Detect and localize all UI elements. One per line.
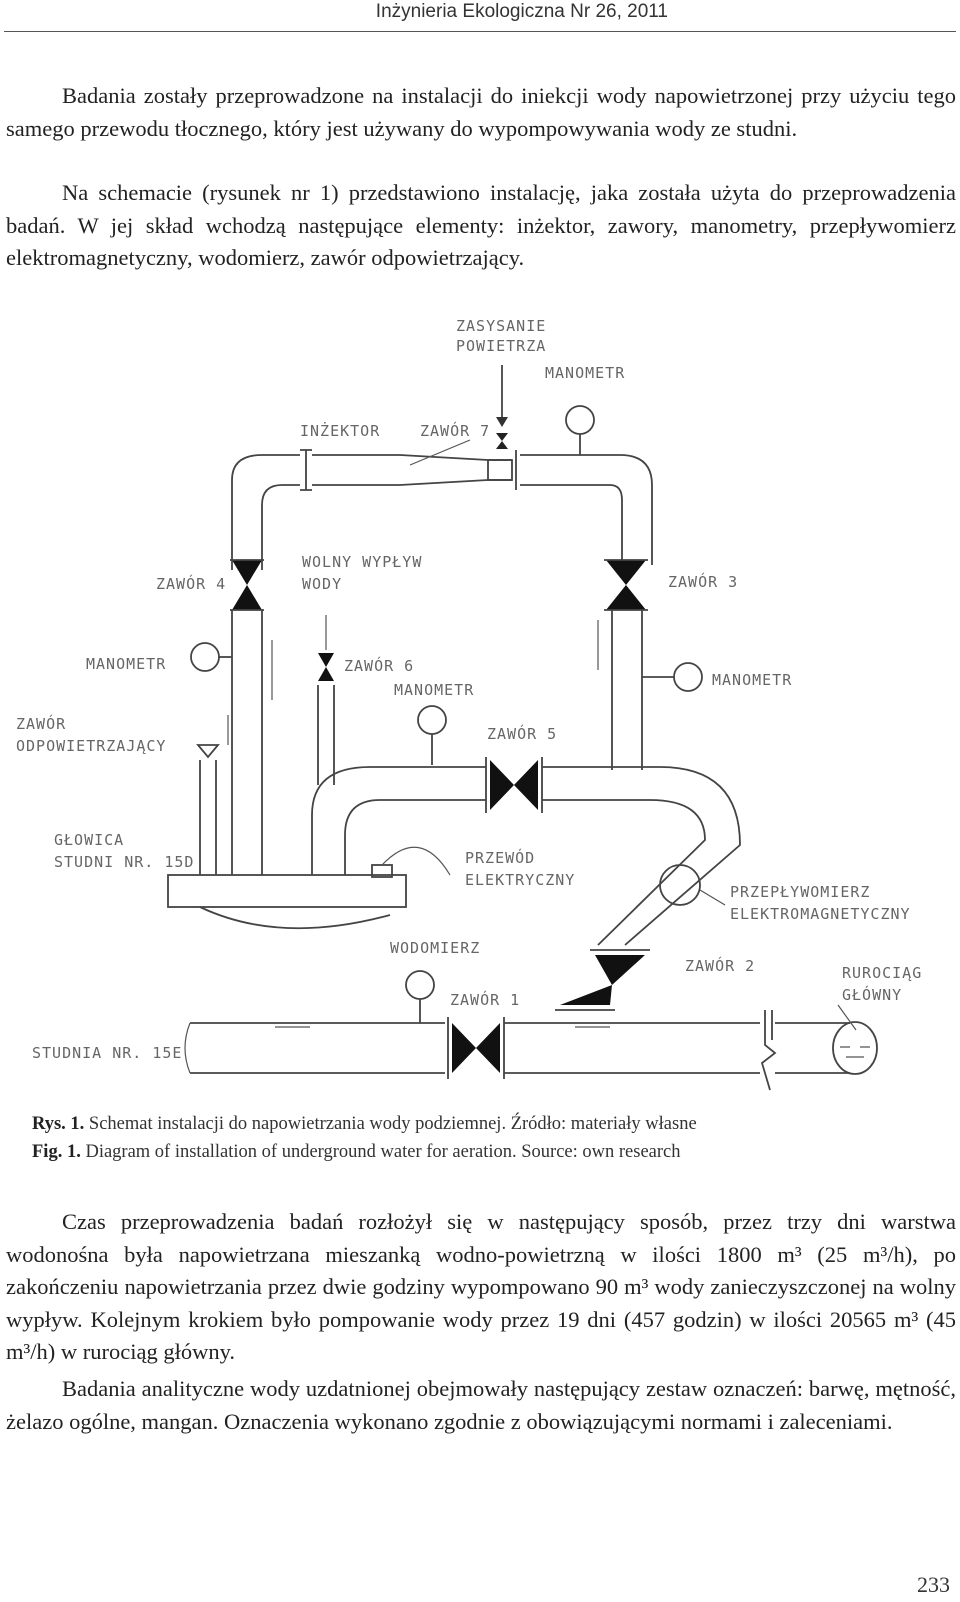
label-przeplywomierz: PRZEPŁYWOMIERZ [730, 883, 870, 901]
valve-4-icon [232, 560, 262, 610]
manometer-top-icon [565, 405, 595, 435]
label-zawor-1: ZAWÓR 1 [450, 990, 520, 1009]
caption-rys-label: Rys. 1. [32, 1114, 85, 1134]
paragraph-2: Na schemacie (rysunek nr 1) przedstawion… [6, 180, 956, 270]
figure-1-schematic: ZASYSANIE POWIETRZA MANOMETR INŻEKTOR ZA… [0, 305, 960, 1105]
label-manometr-right: MANOMETR [712, 671, 792, 689]
well-head-base [199, 906, 391, 930]
label-elektromagnetyczny: ELEKTROMAGNETYCZNY [730, 905, 911, 923]
pipe-left-down [231, 610, 263, 875]
pipe-mid-left [311, 766, 486, 875]
label-manometr-top: MANOMETR [545, 364, 625, 382]
label-zawor-4: ZAWÓR 4 [156, 574, 226, 593]
header-rule [4, 31, 956, 32]
rurociag-pointer [837, 1004, 857, 1031]
caption-fig-label: Fig. 1. [32, 1142, 81, 1162]
flowmeter-icon [659, 864, 701, 906]
label-studni-15d: STUDNI NR. 15D [54, 853, 194, 871]
paragraph-3: Czas przeprowadzenia badań rozłożył się … [6, 1209, 956, 1364]
label-inzektor: INŻEKTOR [300, 421, 380, 440]
caption-english: Fig. 1. Diagram of installation of under… [32, 1138, 952, 1166]
valve-1-flanges [447, 1017, 505, 1079]
pipe-right-down [611, 610, 643, 770]
label-zawor-5: ZAWÓR 5 [487, 724, 557, 743]
valve-7-icon [496, 433, 508, 449]
journal-title: Inżynieria Ekologiczna Nr 26, 2011 [375, 1, 668, 22]
valve-4-flanges [230, 559, 264, 611]
well-head-plate [167, 874, 407, 908]
label-elektryczny: ELEKTRYCZNY [465, 871, 575, 889]
running-header: Inżynieria Ekologiczna Nr 26, 2011 [0, 0, 960, 32]
injector-box [487, 459, 513, 481]
label-manometr-mid: MANOMETR [394, 681, 474, 699]
valve-5-icon [490, 760, 538, 810]
pipe-left-upper-inner [261, 484, 300, 570]
label-zawor-7: ZAWÓR 7 [420, 421, 490, 440]
injector-pointer [409, 439, 471, 466]
main-pipe-left [190, 1022, 445, 1074]
label-manometr-left: MANOMETR [86, 655, 166, 673]
label-wolny-wyplyw: WOLNY WYPŁYW [302, 553, 422, 571]
injector-body [312, 454, 512, 486]
label-studnia-15e: STUDNIA NR. 15E [32, 1044, 182, 1062]
electric-cable [381, 846, 451, 876]
main-pipe-end [832, 1021, 878, 1075]
label-wodomierz: WODOMIERZ [390, 939, 480, 957]
valve-1-icon [452, 1023, 500, 1073]
manometer-mid-icon [417, 705, 447, 735]
label-odpowietrzajacy: ODPOWIETRZAJĄCY [16, 737, 166, 755]
valve-2-icon [560, 955, 645, 1005]
label-zawor-3: ZAWÓR 3 [668, 572, 738, 591]
label-zawor-2: ZAWÓR 2 [685, 956, 755, 975]
paragraph-4: Badania analityczne wody uzdatnionej obe… [6, 1376, 956, 1434]
label-zawor-6: ZAWÓR 6 [344, 656, 414, 675]
pipe-outflow [317, 685, 335, 785]
caption-polish: Rys. 1. Schemat instalacji do napowietrz… [32, 1110, 952, 1138]
vent-pipe [199, 760, 217, 875]
caption-fig-text: Diagram of installation of underground w… [80, 1142, 681, 1162]
valve-2-flanges [555, 949, 650, 1011]
main-pipe-mid [504, 1022, 760, 1074]
label-zasysanie: ZASYSANIE [456, 317, 546, 335]
water-meter-icon [405, 970, 435, 1000]
label-przewod: PRZEWÓD [465, 848, 535, 867]
vent-valve-icon [196, 744, 220, 759]
manometer-right-icon [673, 662, 703, 692]
pipe-mid-right [542, 766, 741, 946]
label-rurociag: RUROCIĄG [842, 964, 922, 982]
installation-diagram: ZASYSANIE POWIETRZA MANOMETR INŻEKTOR ZA… [16, 317, 922, 1091]
pipe-break [760, 1010, 777, 1091]
manometer-left-icon [190, 642, 220, 672]
page-number: 233 [917, 1572, 950, 1597]
water-level-marks [840, 1046, 870, 1058]
label-glowny: GŁÓWNY [842, 985, 902, 1004]
pipe-left-upper [231, 454, 300, 570]
paragraph-1: Badania zostały przeprowadzone na instal… [6, 83, 956, 141]
suction-arrow [496, 417, 508, 427]
label-wody: WODY [302, 575, 342, 593]
label-zawor-odp: ZAWÓR [16, 714, 66, 733]
flowmeter-pointer [699, 889, 726, 906]
valve-6-icon [318, 653, 334, 681]
main-pipe-start [184, 1022, 191, 1074]
caption-rys-text: Schemat instalacji do napowietrzania wod… [84, 1114, 697, 1134]
pipe-right-upper [520, 454, 653, 565]
label-powietrza: POWIETRZA [456, 337, 546, 355]
valve-3-icon [606, 560, 646, 610]
label-glowica: GŁOWICA [54, 831, 124, 849]
flange-left-top [300, 449, 312, 491]
main-pipe-right [775, 1022, 850, 1074]
